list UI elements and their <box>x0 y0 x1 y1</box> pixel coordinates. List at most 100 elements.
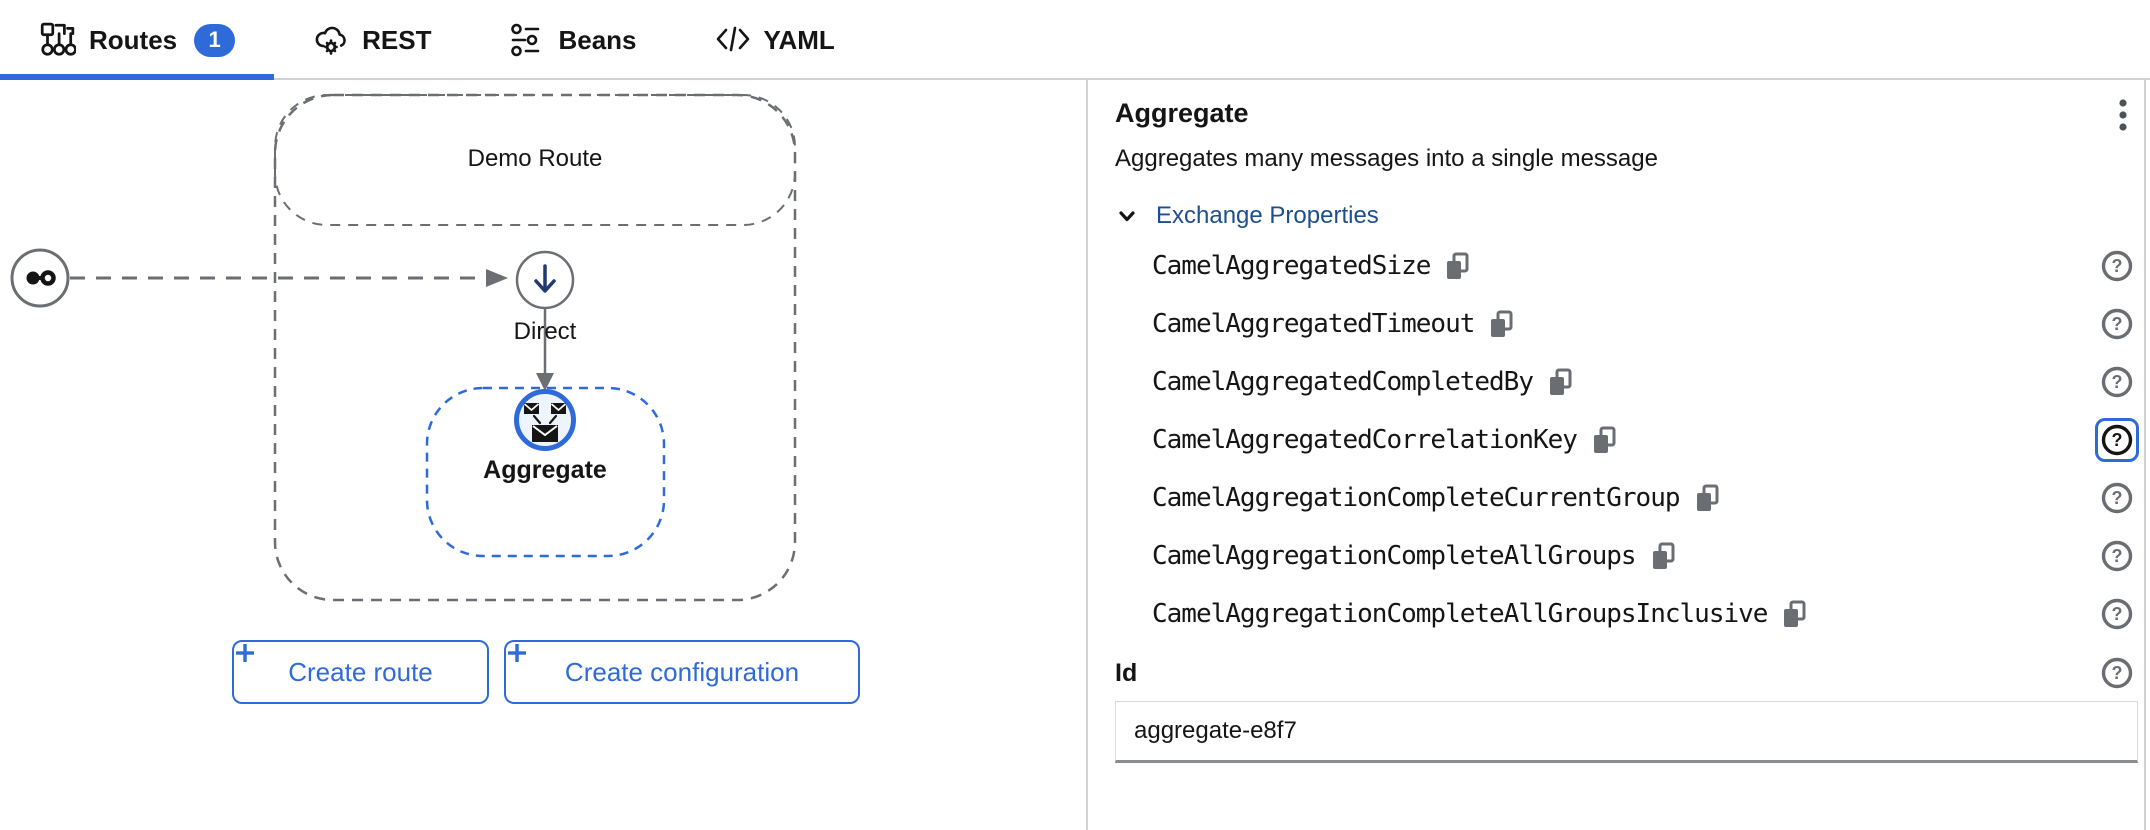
property-row: CamelAggregatedTimeout ? <box>1115 295 2138 353</box>
copy-button[interactable] <box>1488 309 1515 340</box>
details-panel: Aggregate Aggregates many messages into … <box>1086 80 2150 830</box>
create-configuration-button[interactable]: Create configuration <box>504 640 860 704</box>
route-group-container[interactable] <box>273 93 797 602</box>
exchange-properties-list: CamelAggregatedSize ? <box>1115 237 2139 643</box>
routes-icon <box>40 22 76 56</box>
svg-text:?: ? <box>2112 314 2123 334</box>
tab-yaml-label: YAML <box>763 24 835 55</box>
help-button[interactable]: ? <box>2095 592 2139 636</box>
help-button[interactable]: ? <box>2095 360 2139 404</box>
help-button[interactable]: ? <box>2095 534 2139 578</box>
property-row: CamelAggregationCompleteAllGroups ? <box>1115 527 2138 585</box>
endpoint-icon <box>26 270 56 286</box>
tab-yaml[interactable]: YAML <box>715 22 835 58</box>
help-button[interactable]: ? <box>2095 418 2139 462</box>
copy-icon <box>1550 368 1572 395</box>
property-row: CamelAggregatedCorrelationKey ? <box>1115 411 2139 469</box>
copy-button[interactable] <box>1547 367 1574 398</box>
svg-text:?: ? <box>2112 546 2123 566</box>
property-name: CamelAggregatedSize <box>1152 251 1431 281</box>
copy-button[interactable] <box>1444 251 1471 282</box>
route-group-label-pill[interactable] <box>274 94 796 226</box>
property-name: CamelAggregatedCorrelationKey <box>1152 425 1578 455</box>
svg-text:?: ? <box>2112 663 2123 683</box>
plus-icon <box>236 644 254 662</box>
copy-icon <box>1447 252 1469 279</box>
panel-title: Aggregate <box>1115 98 1249 128</box>
help-icon: ? <box>2101 366 2133 398</box>
svg-text:?: ? <box>2112 256 2123 276</box>
section-expand-toggle[interactable] <box>1115 204 1139 228</box>
property-name: CamelAggregationCompleteAllGroups <box>1152 541 1637 571</box>
tab-routes-label: Routes <box>89 24 178 55</box>
help-icon: ? <box>2101 598 2133 630</box>
help-button[interactable]: ? <box>2095 476 2139 520</box>
id-help-button[interactable]: ? <box>2095 651 2139 695</box>
edge-arrowhead <box>486 269 508 287</box>
help-icon: ? <box>2101 250 2133 282</box>
beans-icon <box>511 23 540 57</box>
rest-icon <box>315 26 346 55</box>
property-row: CamelAggregatedCompletedBy ? <box>1115 353 2138 411</box>
tab-bar: Routes 1 REST Beans YAML <box>0 0 2150 80</box>
property-name: CamelAggregatedCompletedBy <box>1152 367 1534 397</box>
copy-icon <box>1784 600 1806 627</box>
arrow-down-icon <box>534 264 556 293</box>
route-canvas[interactable]: Demo Route Direct Aggregate Create route… <box>0 80 1086 830</box>
help-icon: ? <box>2101 657 2133 689</box>
chevron-down-icon <box>1119 211 1135 222</box>
tab-rest-label: REST <box>362 24 432 55</box>
kebab-menu-button[interactable] <box>2108 94 2138 138</box>
plus-icon <box>508 644 526 662</box>
aggregate-node[interactable] <box>514 389 576 451</box>
exchange-properties-link[interactable]: Exchange Properties <box>1156 202 1379 229</box>
property-row: CamelAggregatedSize ? <box>1115 237 2138 295</box>
help-icon: ? <box>2101 482 2133 514</box>
svg-text:?: ? <box>2112 604 2123 624</box>
help-icon: ? <box>2101 424 2133 456</box>
property-row: CamelAggregationCompleteCurrentGroup ? <box>1115 469 2138 527</box>
property-name: CamelAggregatedTimeout <box>1152 309 1475 339</box>
tab-beans-label: Beans <box>558 24 637 55</box>
tabbar-bottom-border <box>0 78 2150 80</box>
copy-button[interactable] <box>1781 599 1808 630</box>
copy-button[interactable] <box>1694 483 1721 514</box>
create-configuration-label: Create configuration <box>564 656 800 687</box>
routes-count-badge: 1 <box>194 23 236 57</box>
help-button[interactable]: ? <box>2095 302 2139 346</box>
tab-routes[interactable]: Routes 1 <box>38 21 236 59</box>
direct-node[interactable] <box>515 250 575 310</box>
svg-text:?: ? <box>2112 488 2123 508</box>
aggregate-node-label: Aggregate <box>483 456 607 484</box>
property-name: CamelAggregationCompleteCurrentGroup <box>1152 483 1681 513</box>
id-field-label: Id <box>1115 658 1138 687</box>
help-icon: ? <box>2101 308 2133 340</box>
kebab-icon <box>2119 99 2127 131</box>
copy-button[interactable] <box>1650 541 1677 572</box>
property-name: CamelAggregationCompleteAllGroupsInclusi… <box>1152 599 1768 629</box>
id-input[interactable] <box>1115 701 2138 763</box>
copy-icon <box>1491 310 1513 337</box>
route-start-node[interactable] <box>10 248 70 308</box>
route-group-label: Demo Route <box>467 145 603 172</box>
tab-rest[interactable]: REST <box>313 22 431 58</box>
copy-button[interactable] <box>1591 425 1618 456</box>
svg-text:?: ? <box>2112 430 2123 450</box>
svg-text:?: ? <box>2112 372 2123 392</box>
aggregate-icon <box>523 403 567 442</box>
yaml-code-icon <box>716 26 749 52</box>
help-button[interactable]: ? <box>2095 244 2139 288</box>
copy-icon <box>1593 426 1616 453</box>
help-icon: ? <box>2101 540 2133 572</box>
edge-arrowhead <box>536 373 554 391</box>
copy-icon <box>1652 542 1675 569</box>
tab-beans[interactable]: Beans <box>509 22 637 58</box>
create-route-button[interactable]: Create route <box>232 640 489 704</box>
property-row: CamelAggregationCompleteAllGroupsInclusi… <box>1115 585 2138 643</box>
create-route-label: Create route <box>288 656 433 687</box>
panel-description: Aggregates many messages into a single m… <box>1115 145 1658 172</box>
direct-node-label: Direct <box>513 318 577 345</box>
aggregate-selection-outline <box>425 386 666 558</box>
copy-icon <box>1696 484 1719 511</box>
active-tab-underline <box>0 74 274 80</box>
